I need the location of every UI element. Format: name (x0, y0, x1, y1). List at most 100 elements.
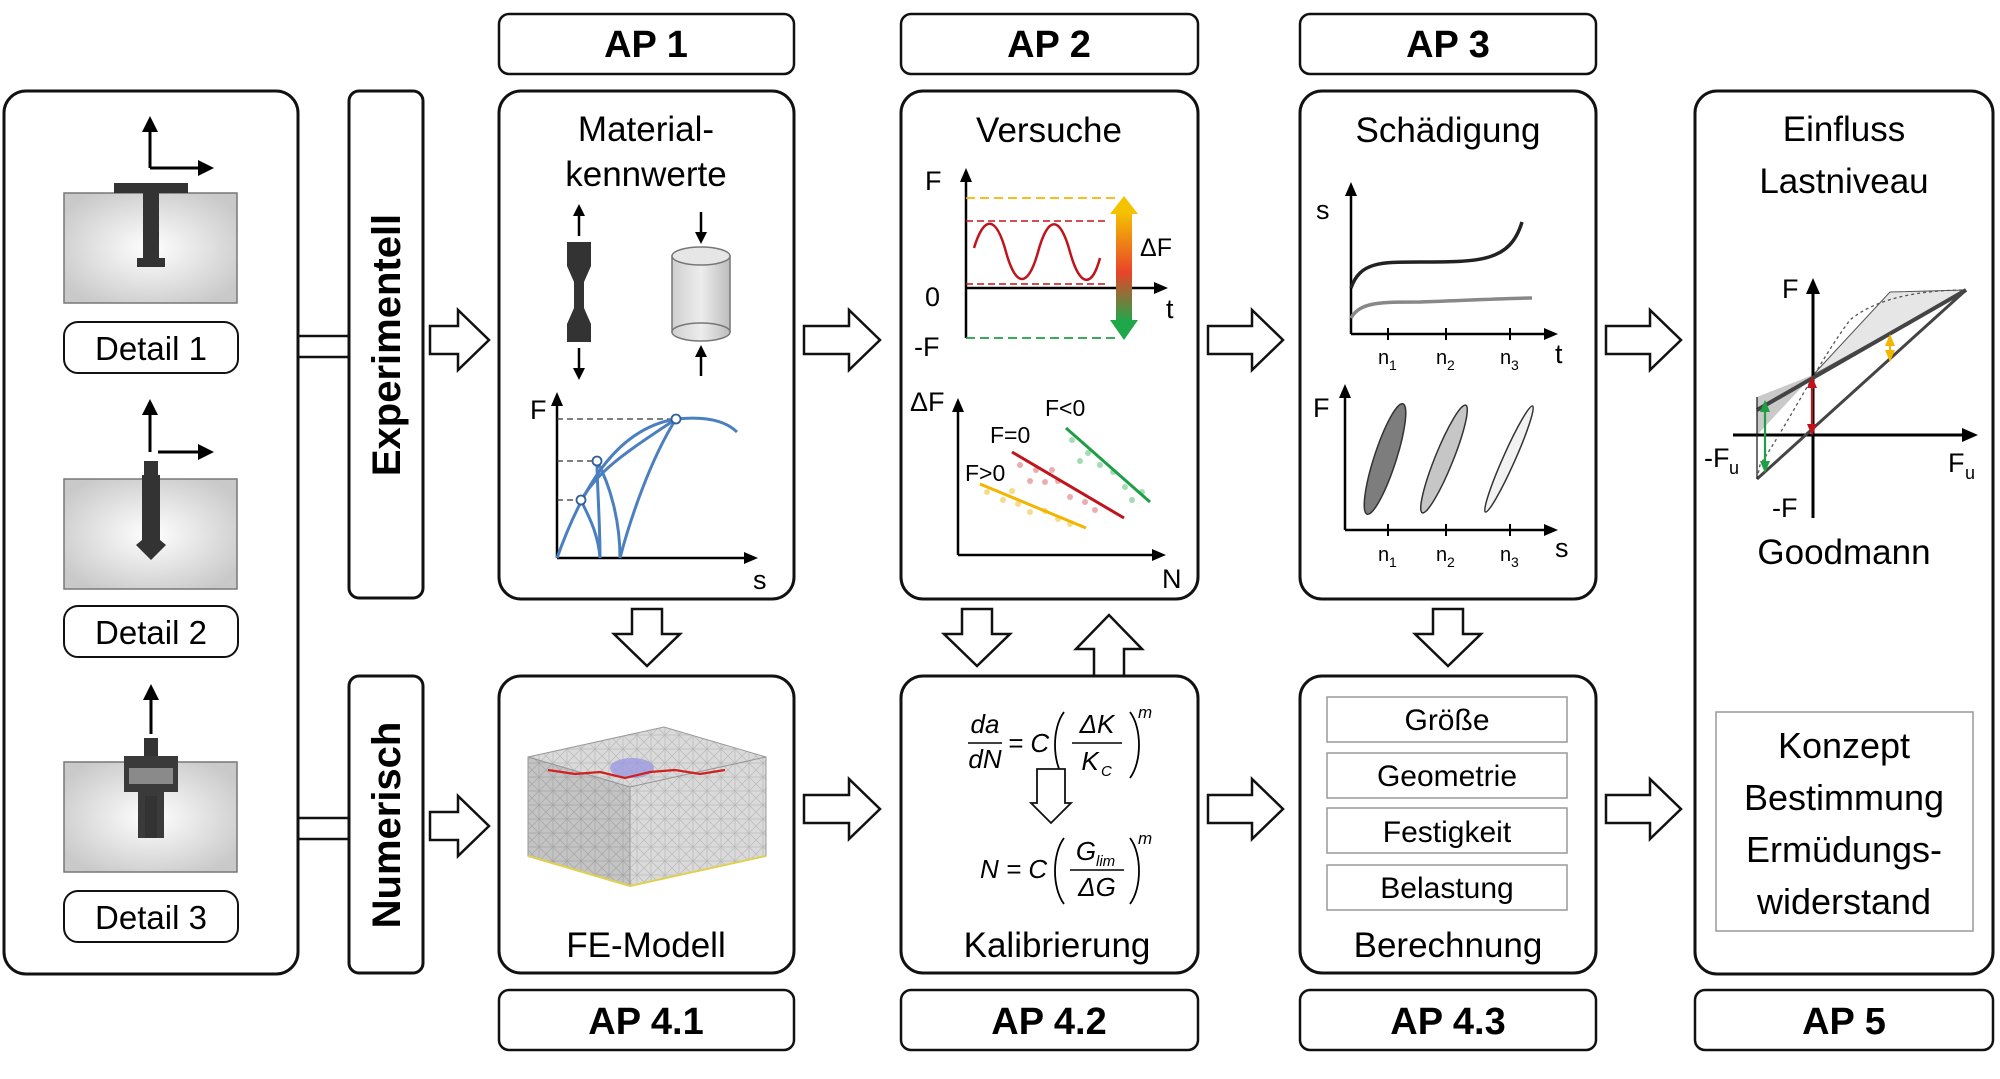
schaedigung-panel: Schädigung s t n 1 n 2 n 3 (1298, 89, 1598, 601)
arrow-right-icon (1206, 776, 1285, 842)
goodmann-neg-fu: -F (1704, 443, 1729, 473)
formula-exp-m: m (1138, 703, 1152, 722)
material-axis-s: s (753, 565, 767, 595)
formula-kc-sub: C (1101, 763, 1112, 780)
goodmann-neg-f: -F (1772, 493, 1797, 523)
konzept-line-4: widerstand (1756, 881, 1931, 922)
versuche-delta-f: ΔF (1140, 234, 1172, 262)
formula-g-sub: lim (1096, 853, 1115, 870)
detail-1-box (63, 321, 239, 374)
detail-2-sketch (63, 399, 238, 590)
ap1-box (497, 12, 796, 76)
kalibrierung-panel: da dN = C ΔK K C m N = C G lim ΔG m Kali… (899, 674, 1200, 975)
compression-cylinder-icon (671, 212, 731, 376)
ap41-box (497, 988, 796, 1052)
schaedigung-axis-f: F (1313, 393, 1330, 423)
material-panel: Material- kennwerte F s (497, 89, 796, 601)
ap1-label: AP 1 (604, 24, 688, 66)
goodmann-chart: F -F -F u F u (1704, 274, 1978, 523)
fe-model-panel: FE-Modell (497, 674, 796, 975)
versuche-axis-n: N (1162, 564, 1182, 594)
ap5-box (1693, 988, 1995, 1052)
arrow-right-icon (1604, 776, 1683, 842)
n-tick-sub: 2 (1447, 357, 1455, 373)
n-tick-label: n (1500, 544, 1511, 566)
experimental-label: Experimentell (365, 214, 409, 476)
detail-1-label: Detail 1 (95, 330, 207, 367)
versuche-axis-f: F (925, 166, 942, 196)
konzept-box (1715, 711, 1974, 932)
schaedigung-axis-s: s (1316, 195, 1330, 225)
n-tick-sub: 3 (1511, 357, 1519, 373)
n-tick-label: n (1436, 544, 1447, 566)
g-formula: N = C G lim ΔG m (980, 829, 1152, 905)
goodmann-neg-fu-sub: u (1729, 458, 1739, 478)
versuche-axis-df: ΔF (910, 387, 945, 417)
material-title-1: Material- (578, 110, 714, 149)
formula-eq-c: = C (1008, 728, 1049, 758)
paris-law-formula: da dN = C ΔK K C m (968, 703, 1152, 780)
n-tick-sub: 1 (1389, 357, 1397, 373)
schaedigung-fs-chart: F s n 1 n 2 n 3 (1313, 384, 1569, 570)
formula-kc: K (1081, 746, 1100, 776)
ap41-label: AP 4.1 (588, 1001, 703, 1043)
detail-3-box (63, 890, 239, 943)
einfluss-title-2: Lastniveau (1759, 162, 1928, 201)
arrow-down-icon (610, 607, 684, 668)
formula-exp-m: m (1138, 829, 1152, 848)
series-label-neg: F<0 (1045, 395, 1085, 421)
schaedigung-axis-t: t (1555, 339, 1563, 369)
versuche-panel: Versuche F 0 -F t ΔF ΔF (899, 89, 1200, 601)
kalibrierung-caption: Kalibrierung (964, 926, 1151, 965)
material-fs-chart: F s (530, 392, 767, 595)
berechnung-item-geometrie: Geometrie (1377, 760, 1517, 793)
arrow-right-icon (1206, 307, 1285, 373)
ap43-box (1298, 988, 1598, 1052)
ap-label-boxes: AP 1 AP 2 AP 3 AP 4.1 AP 4.2 AP 4.3 AP 5 (497, 12, 1995, 1052)
berechnung-item-box (1326, 807, 1568, 854)
versuche-title: Versuche (976, 111, 1122, 150)
ap2-label: AP 2 (1007, 24, 1091, 66)
ap42-label: AP 4.2 (991, 1001, 1106, 1043)
einfluss-title-1: Einfluss (1783, 110, 1906, 149)
versuche-panel-frame (899, 89, 1200, 601)
n-tick-label: n (1500, 347, 1511, 369)
tensile-specimen-icon (567, 204, 591, 380)
ap5-label: AP 5 (1802, 1001, 1886, 1043)
n-tick-label: n (1436, 347, 1447, 369)
schaedigung-title: Schädigung (1356, 111, 1541, 150)
konzept-line-2: Bestimmung (1744, 777, 1944, 818)
formula-dk: ΔK (1079, 709, 1116, 739)
formula-dg: ΔG (1077, 872, 1116, 902)
n-tick-sub: 3 (1511, 554, 1519, 570)
berechnung-item-belastung: Belastung (1380, 872, 1513, 905)
ap42-box (899, 988, 1200, 1052)
detail-1-sketch (63, 116, 238, 304)
konzept-line-1: Konzept (1778, 725, 1910, 766)
konzept-line-3: Ermüdungs- (1746, 829, 1942, 870)
n-tick-label: n (1378, 544, 1389, 566)
ap3-label: AP 3 (1406, 24, 1490, 66)
experimental-box (347, 89, 425, 600)
berechnung-item-box (1326, 696, 1568, 743)
versuche-ft-chart: F 0 -F t ΔF (914, 166, 1174, 362)
material-title-2: kennwerte (565, 155, 726, 194)
formula-n-eq-c: N = C (980, 854, 1047, 884)
detail-2-box (63, 605, 239, 658)
berechnung-item-groesse: Größe (1404, 704, 1489, 737)
berechnung-item-box (1326, 752, 1568, 799)
arrow-right-icon (1604, 307, 1683, 373)
formula-g: G (1076, 836, 1096, 866)
berechnung-panel: Größe Geometrie Festigkeit Belastung Ber… (1298, 674, 1598, 975)
arrow-right-icon (428, 307, 491, 373)
flow-arrows (428, 307, 1880, 859)
schaedigung-axis-s2: s (1555, 533, 1569, 563)
versuche-wohler-chart: ΔF N F<0 F=0 F>0 (910, 387, 1182, 594)
detail-3-sketch (63, 684, 238, 873)
formula-dn: dN (968, 744, 1001, 774)
goodmann-fu: F (1948, 448, 1965, 478)
series-label-zero: F=0 (990, 422, 1030, 448)
versuche-zero: 0 (925, 282, 940, 312)
